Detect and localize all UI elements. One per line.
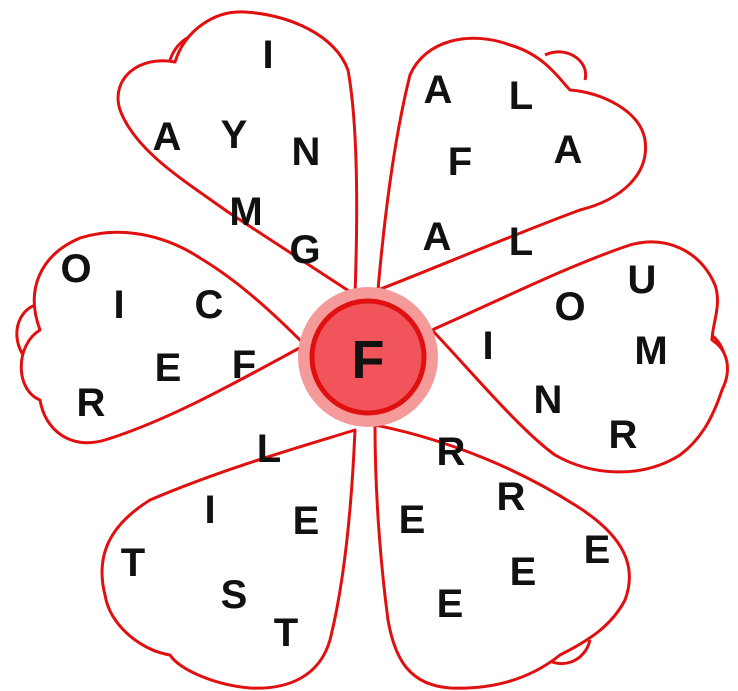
letter-tile[interactable]: M [229,190,262,234]
letter-tile[interactable]: R [437,430,466,474]
letter-tile[interactable]: T [121,541,145,585]
letter-tile[interactable]: I [113,283,124,327]
letter-tile[interactable]: E [155,346,182,390]
letter-tile[interactable]: N [534,378,563,422]
letter-tile[interactable]: N [292,130,321,174]
letter-tile[interactable]: R [497,475,526,519]
letter-tile[interactable]: E [399,498,426,542]
letter-tile[interactable]: A [423,215,452,259]
petal-right [432,242,727,472]
letter-tile[interactable]: R [609,413,638,457]
letter-tile[interactable]: G [289,228,320,272]
letter-tile[interactable]: A [153,115,182,159]
letter-tile[interactable]: I [482,324,493,368]
letter-tile[interactable]: F [448,140,472,184]
letter-tile[interactable]: E [510,550,537,594]
letter-tile[interactable]: C [195,283,224,327]
letter-tile[interactable]: I [204,488,215,532]
letter-tile[interactable]: E [437,582,464,626]
center-letter: F [352,330,385,390]
letter-tile[interactable]: E [584,528,611,572]
letter-tile[interactable]: E [293,499,320,543]
letter-tile[interactable]: Y [221,113,248,157]
letter-tile[interactable]: R [77,381,106,425]
letter-tile[interactable]: L [257,427,281,471]
letter-tile[interactable]: A [424,68,453,112]
letter-tile[interactable]: L [509,220,533,264]
letter-tile[interactable]: S [221,573,248,617]
letter-tile[interactable]: O [60,247,91,291]
letter-tile[interactable]: M [634,329,667,373]
letter-tile[interactable]: I [262,33,273,77]
letter-tile[interactable]: T [274,611,298,655]
letter-tile[interactable]: U [628,258,657,302]
letter-tile[interactable]: L [509,74,533,118]
letter-tile[interactable]: O [554,285,585,329]
flower-center: F [298,287,438,427]
letter-tile[interactable]: F [232,343,256,387]
letter-tile[interactable]: A [554,128,583,172]
